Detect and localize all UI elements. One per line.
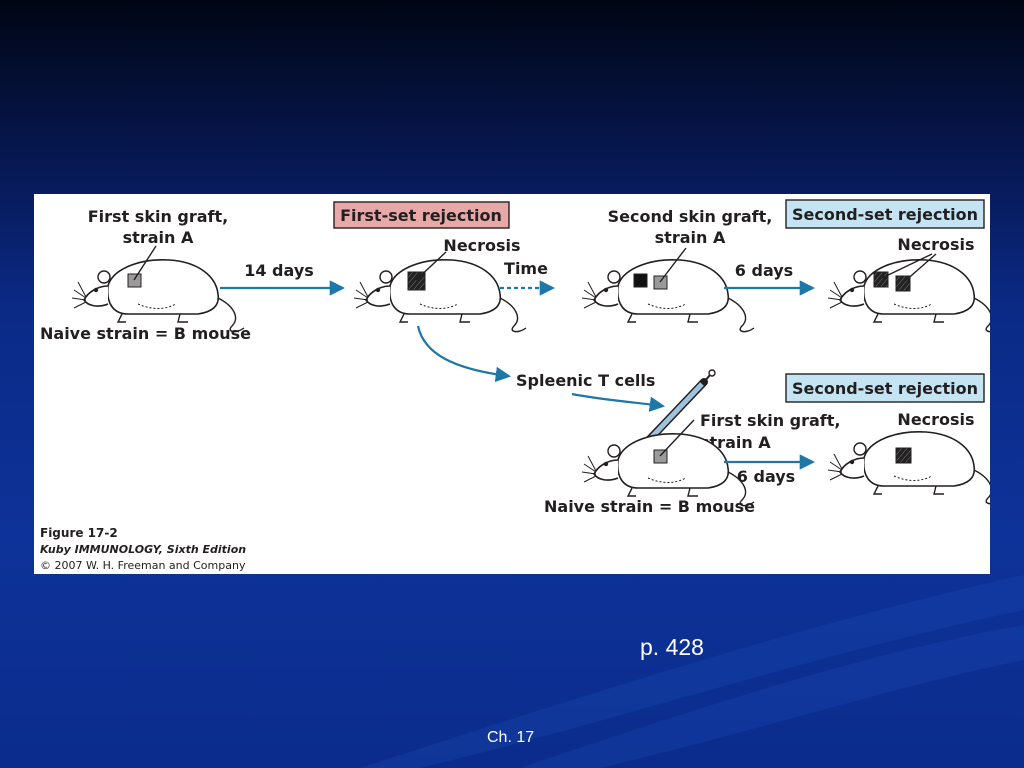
graft-pointer [133,245,157,281]
days-14-label: 14 days [244,261,314,280]
first-set-rejection-box [333,201,510,229]
first-set-rejection-label: First-set rejection [340,206,502,225]
splenic-t-cells-label: Spleenic T cells [516,371,655,390]
skin-graft-rejection-figure: First skin graft, strain A Naive strain … [34,194,990,574]
bottom-naive-strain-label: Naive strain = B mouse [544,497,755,516]
second-set-rejection-label-top: Second-set rejection [792,205,978,224]
arrow-to-splenic [416,325,512,383]
copyright: © 2007 W. H. Freeman and Company [40,559,246,572]
necrosis-label-1: Necrosis [443,236,520,255]
necrosis-pointer-1 [415,251,447,281]
second-set-rejection-box-bottom [785,373,985,403]
rejecting-mouse-2 [827,258,990,333]
second-set-rejection-label-bottom: Second-set rejection [792,379,978,398]
second-graft-label-line2: strain A [655,228,726,247]
chapter-footer: Ch. 17 [487,729,535,746]
naive-strain-label: Naive strain = B mouse [40,324,251,343]
necrotic-patch-2a [873,271,889,288]
second-graft-pointer [659,247,687,283]
book-title: Kuby IMMUNOLOGY, Sixth Edition [40,543,246,556]
bottom-first-graft-line2: strain A [700,433,771,452]
necrosis-pointer-2a [881,253,933,279]
first-graft-label-line1: First skin graft, [88,207,228,226]
time-label: Time [504,259,548,278]
second-graft-label-line1: Second skin graft, [608,207,773,226]
days-6-label-top: 6 days [735,261,793,280]
first-graft-label-line2: strain A [123,228,194,247]
necrotic-patch-3 [895,447,912,464]
old-graft-patch [633,273,648,288]
arrow-to-syringe [571,392,666,412]
days-6-label-bottom: 6 days [737,467,795,486]
bottom-first-graft-line1: First skin graft, [700,411,840,430]
necrosis-label-2: Necrosis [897,235,974,254]
rejecting-mouse-1 [353,258,527,333]
necrosis-pointer-2b [903,253,937,283]
naive-mouse-1 [71,258,245,333]
figure-number: Figure 17-2 [40,526,118,540]
rejecting-mouse-3 [827,430,990,505]
page-reference: p. 428 [640,634,704,660]
bottom-graft-patch [653,449,668,464]
bottom-graft-pointer [659,419,695,457]
new-graft-patch [653,275,668,290]
second-set-rejection-box-top [785,199,985,229]
necrosis-label-3: Necrosis [897,410,974,429]
graft-patch-gray [127,273,142,288]
